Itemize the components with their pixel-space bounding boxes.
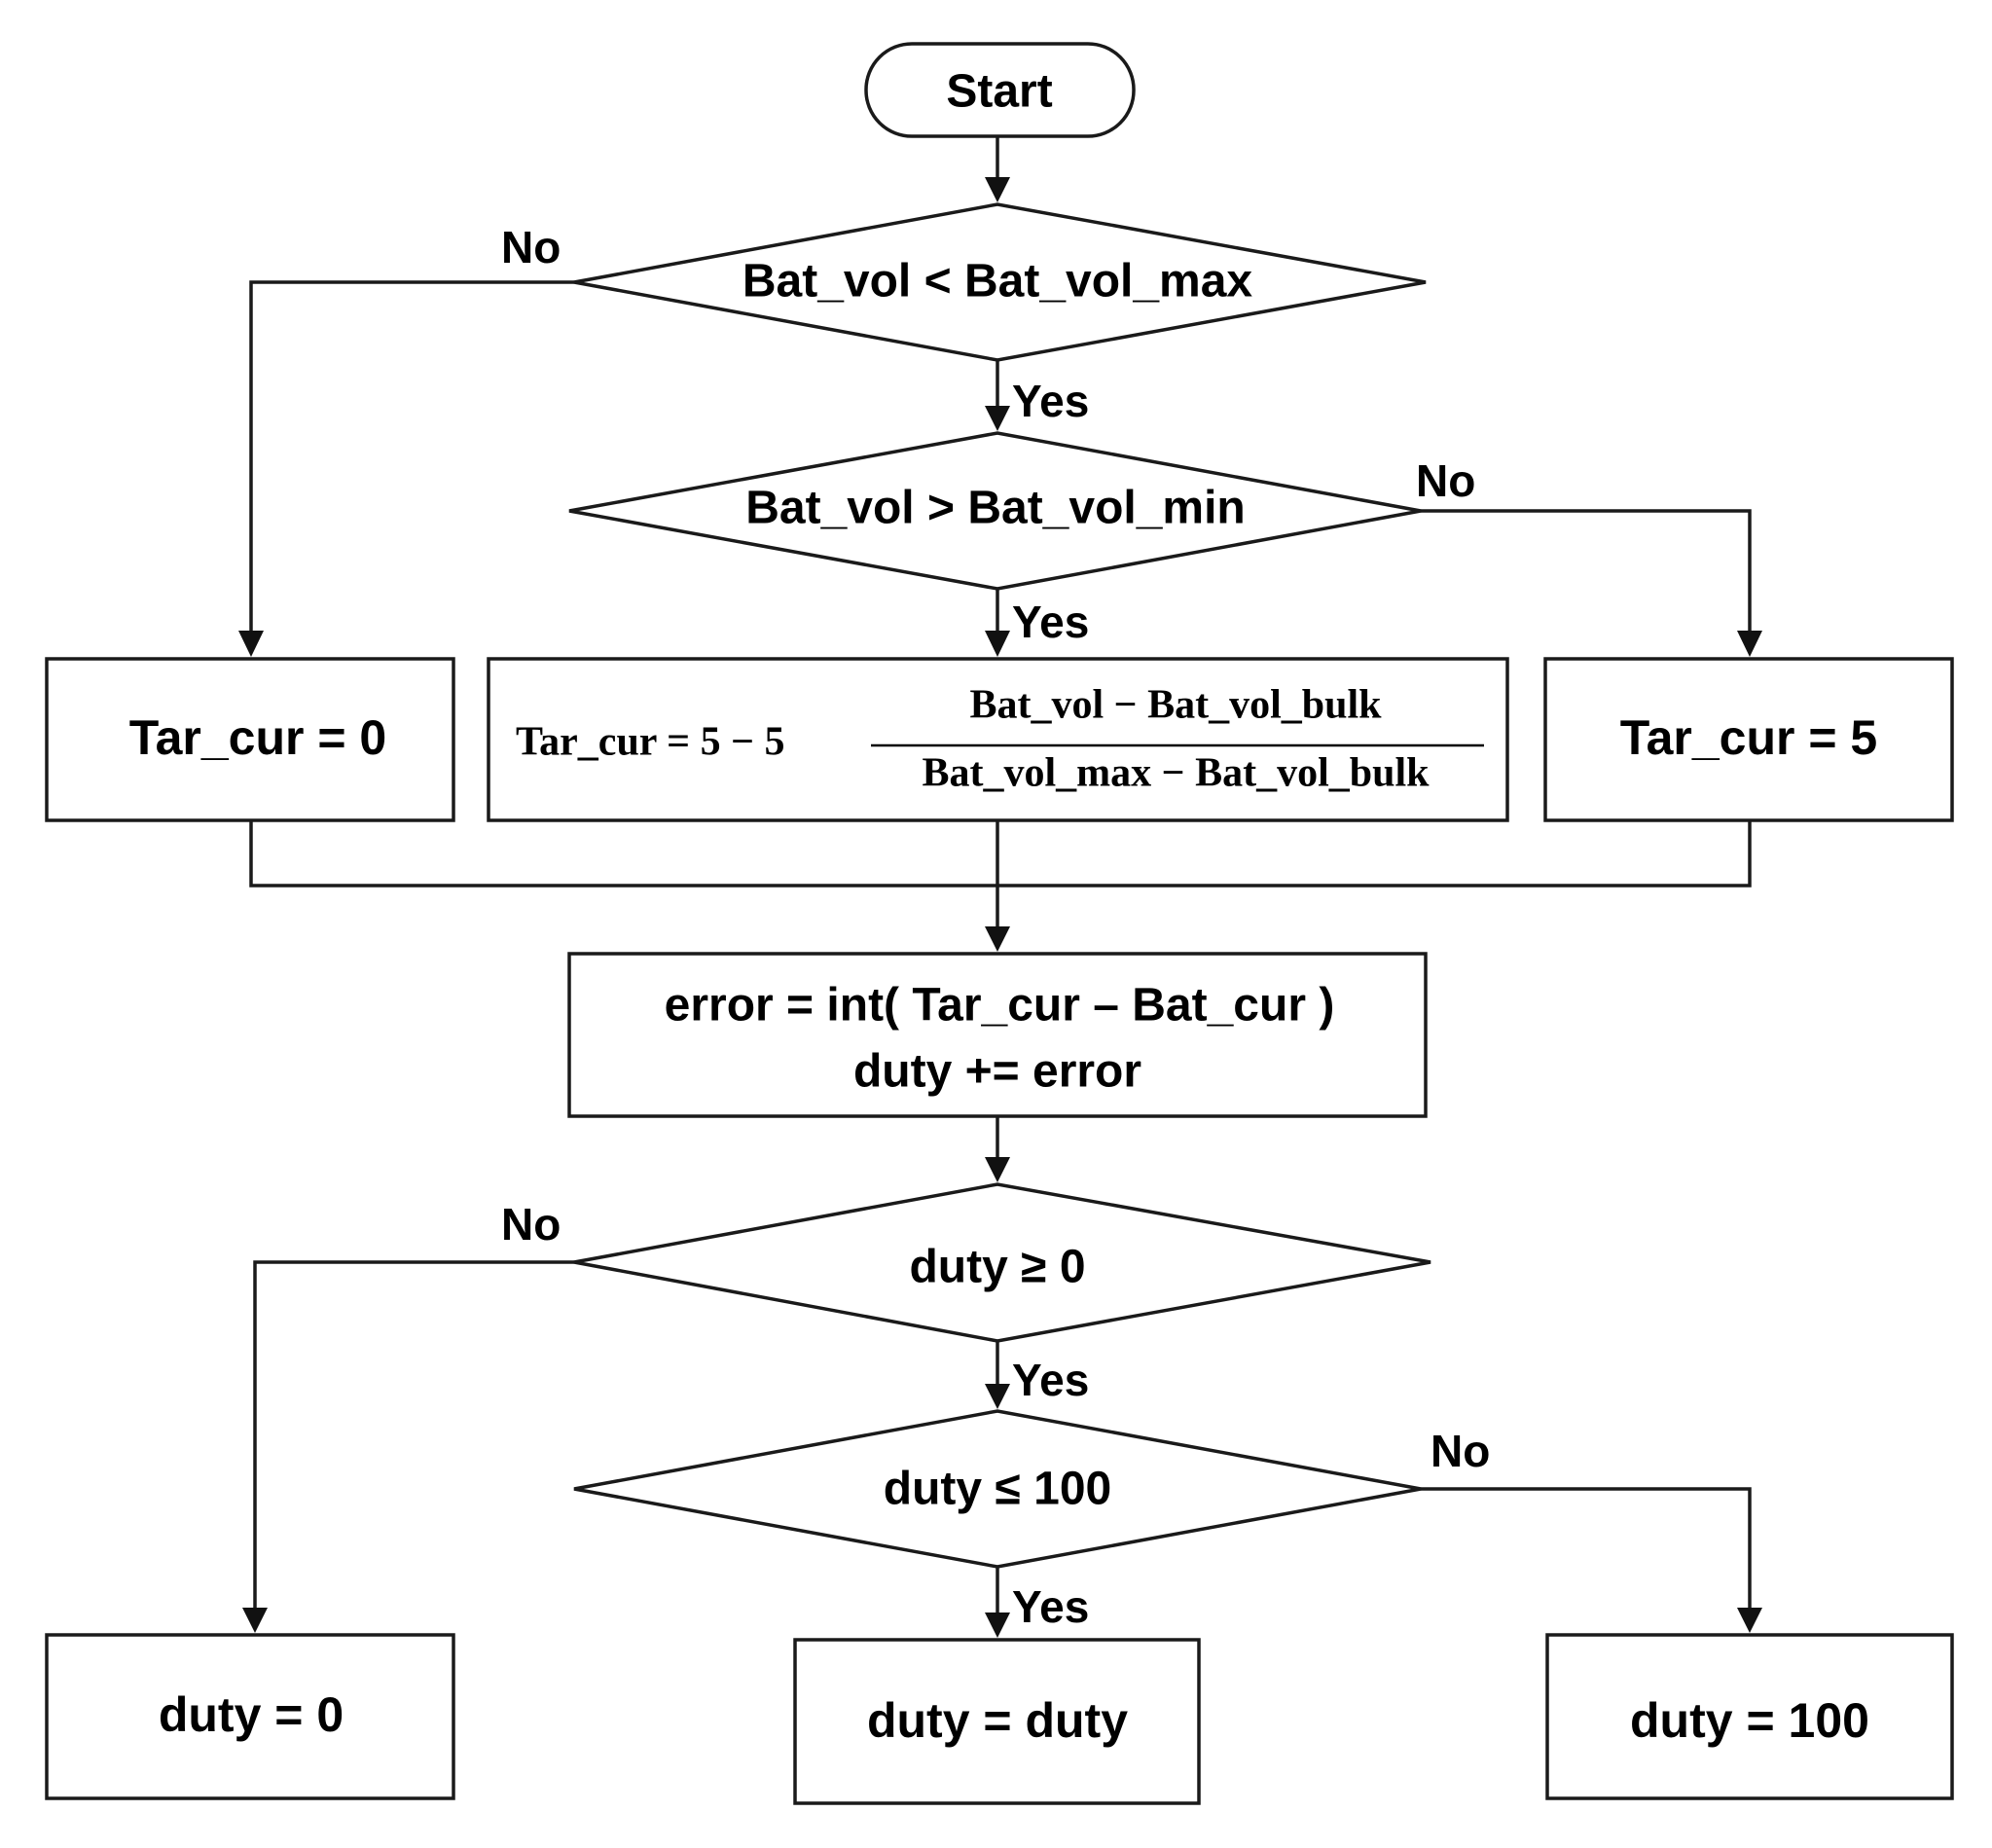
decision-bat-vol-max — [573, 202, 1427, 362]
error-line-1: error = int( Tar_cur – Bat_cur ) — [665, 980, 1335, 1032]
formula-numerator: Bat_vol − Bat_vol_bulk — [969, 683, 1382, 728]
no-label-ge: No — [501, 1199, 561, 1250]
box-duty-zero — [45, 1633, 455, 1800]
arrowhead-max-yes — [985, 406, 1010, 431]
box-tar-cur-formula — [487, 657, 1509, 822]
arrowhead-ge-yes — [985, 1384, 1010, 1409]
decision-duty-ge-zero — [573, 1182, 1431, 1343]
box-tar-cur-five — [1543, 657, 1954, 822]
no-label-max: No — [501, 222, 561, 272]
error-line-2: duty += error — [853, 1046, 1141, 1098]
no-label-le: No — [1431, 1426, 1490, 1476]
start-label: Start — [946, 66, 1052, 118]
arrowhead-max-no — [238, 631, 264, 657]
yes-label-le: Yes — [1012, 1581, 1089, 1632]
arrowhead-min-no — [1737, 631, 1762, 657]
connector-merge — [249, 820, 1752, 888]
box-error-update — [567, 952, 1428, 1118]
connector-max-no — [249, 280, 574, 631]
arrowhead-error-to-ge — [985, 1157, 1010, 1182]
arrowhead-le-yes — [985, 1612, 1010, 1638]
yes-label-min: Yes — [1012, 597, 1089, 647]
duty-zero-label: duty = 0 — [159, 1687, 344, 1742]
decision-duty-le-hundred-label: duty ≤ 100 — [884, 1464, 1111, 1515]
yes-label-max: Yes — [1012, 376, 1089, 426]
box-duty-same — [793, 1638, 1201, 1805]
arrowhead-start-to-max — [985, 177, 1010, 202]
yes-label-ge: Yes — [1012, 1355, 1089, 1405]
no-label-min: No — [1416, 455, 1475, 506]
formula-denominator: Bat_vol_max − Bat_vol_bulk — [922, 751, 1430, 796]
decision-bat-vol-max-label: Bat_vol < Bat_vol_max — [742, 256, 1253, 308]
arrowhead-min-yes — [985, 631, 1010, 657]
arrowhead-le-no — [1737, 1608, 1762, 1633]
connector-min-no — [1421, 509, 1752, 631]
arrowhead-ge-no — [242, 1608, 268, 1633]
duty-hundred-label: duty = 100 — [1630, 1693, 1869, 1748]
start-terminal — [864, 42, 1136, 138]
tar-cur-five-label: Tar_cur = 5 — [1620, 710, 1878, 765]
duty-same-label: duty = duty — [867, 1693, 1128, 1748]
connector-ge-no — [253, 1260, 574, 1608]
decision-bat-vol-min-label: Bat_vol > Bat_vol_min — [745, 483, 1246, 534]
arrowhead-formula-down — [985, 926, 1010, 952]
decision-duty-ge-zero-label: duty ≥ 0 — [909, 1242, 1085, 1293]
tar-cur-zero-label: Tar_cur = 0 — [129, 710, 387, 765]
formula-lhs: Tar_cur = 5 − 5 — [516, 720, 785, 765]
box-duty-hundred — [1545, 1633, 1954, 1800]
connector-le-no — [1421, 1487, 1752, 1608]
